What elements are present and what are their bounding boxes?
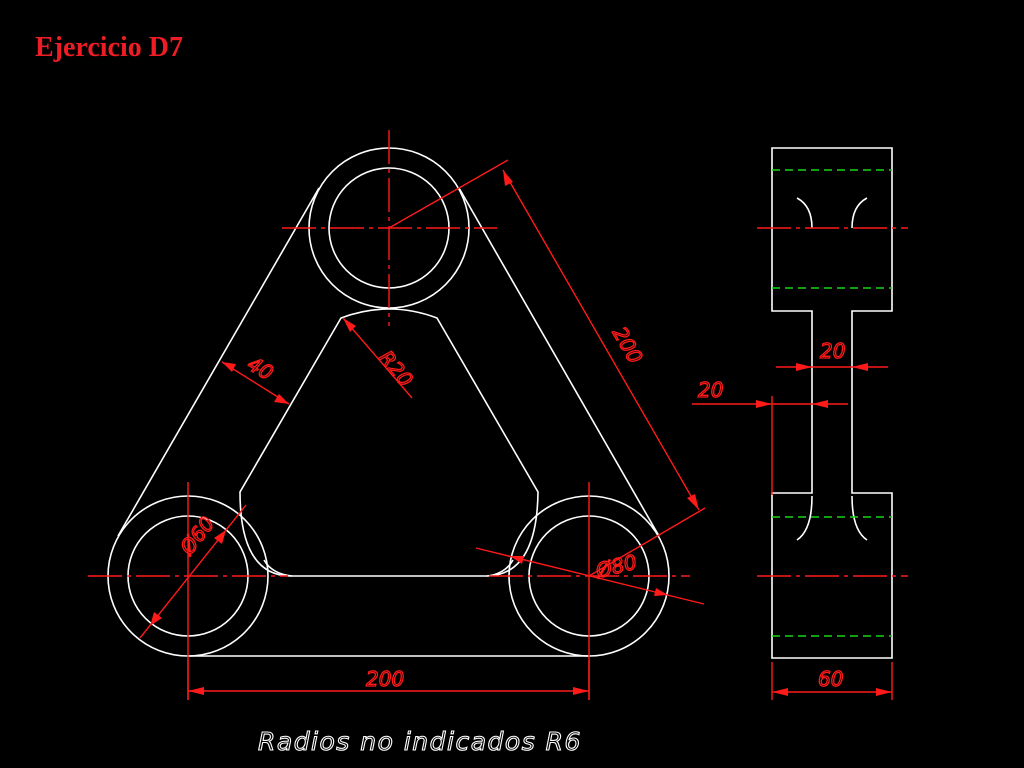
side-fillet-bl bbox=[796, 495, 813, 541]
dim-dia60-text: Ø60 bbox=[174, 512, 219, 560]
arrowhead bbox=[150, 612, 162, 626]
dim-200-ext-top bbox=[388, 159, 509, 229]
arrowhead bbox=[876, 688, 892, 696]
fillet-left bbox=[263, 559, 293, 577]
dim-r20-leader bbox=[342, 317, 413, 399]
dim-dia80-text: Ø80 bbox=[592, 550, 639, 583]
arrowhead bbox=[756, 400, 772, 408]
side-fillet-br bbox=[851, 495, 868, 541]
arrowhead bbox=[852, 363, 868, 371]
dim-200-diag-line bbox=[502, 169, 700, 511]
side-dimensions: 20 20 60 bbox=[692, 338, 893, 700]
arrowhead bbox=[214, 530, 226, 544]
arrowhead bbox=[573, 687, 589, 695]
side-view bbox=[757, 147, 908, 659]
arrowhead bbox=[812, 400, 828, 408]
arrowhead bbox=[188, 687, 204, 695]
arrowhead bbox=[503, 170, 513, 186]
dim-200-bottom-text: 200 bbox=[366, 667, 404, 691]
arrowhead bbox=[796, 363, 812, 371]
side-fillet-tr bbox=[851, 197, 868, 229]
arrowhead bbox=[510, 556, 524, 564]
front-dimensions: 200 40 R20 Ø60 Ø80 200 bbox=[139, 159, 706, 700]
arrowhead bbox=[687, 494, 699, 510]
side-fillet-tl bbox=[796, 197, 813, 229]
dim-40-text: 40 bbox=[244, 352, 278, 386]
side-view-outline bbox=[771, 147, 893, 659]
dim-r20-text: R20 bbox=[374, 346, 418, 392]
radius-note: Radios no indicados R6 bbox=[258, 727, 582, 756]
page-title: Ejercicio D7 bbox=[35, 32, 183, 63]
left-arm-outer-edge bbox=[117, 187, 320, 537]
arrowhead bbox=[222, 362, 236, 372]
arrowhead bbox=[654, 588, 668, 596]
arrowhead bbox=[343, 318, 356, 332]
dim-200-ext-bottom bbox=[588, 507, 706, 577]
right-arm-outer-edge bbox=[458, 187, 660, 537]
arrowhead bbox=[274, 394, 289, 404]
dim-20-web-text: 20 bbox=[820, 339, 845, 363]
front-view bbox=[88, 130, 690, 700]
dim-60-text: 60 bbox=[818, 667, 843, 691]
arrowhead bbox=[772, 688, 788, 696]
dim-20-offset-text: 20 bbox=[698, 378, 723, 402]
